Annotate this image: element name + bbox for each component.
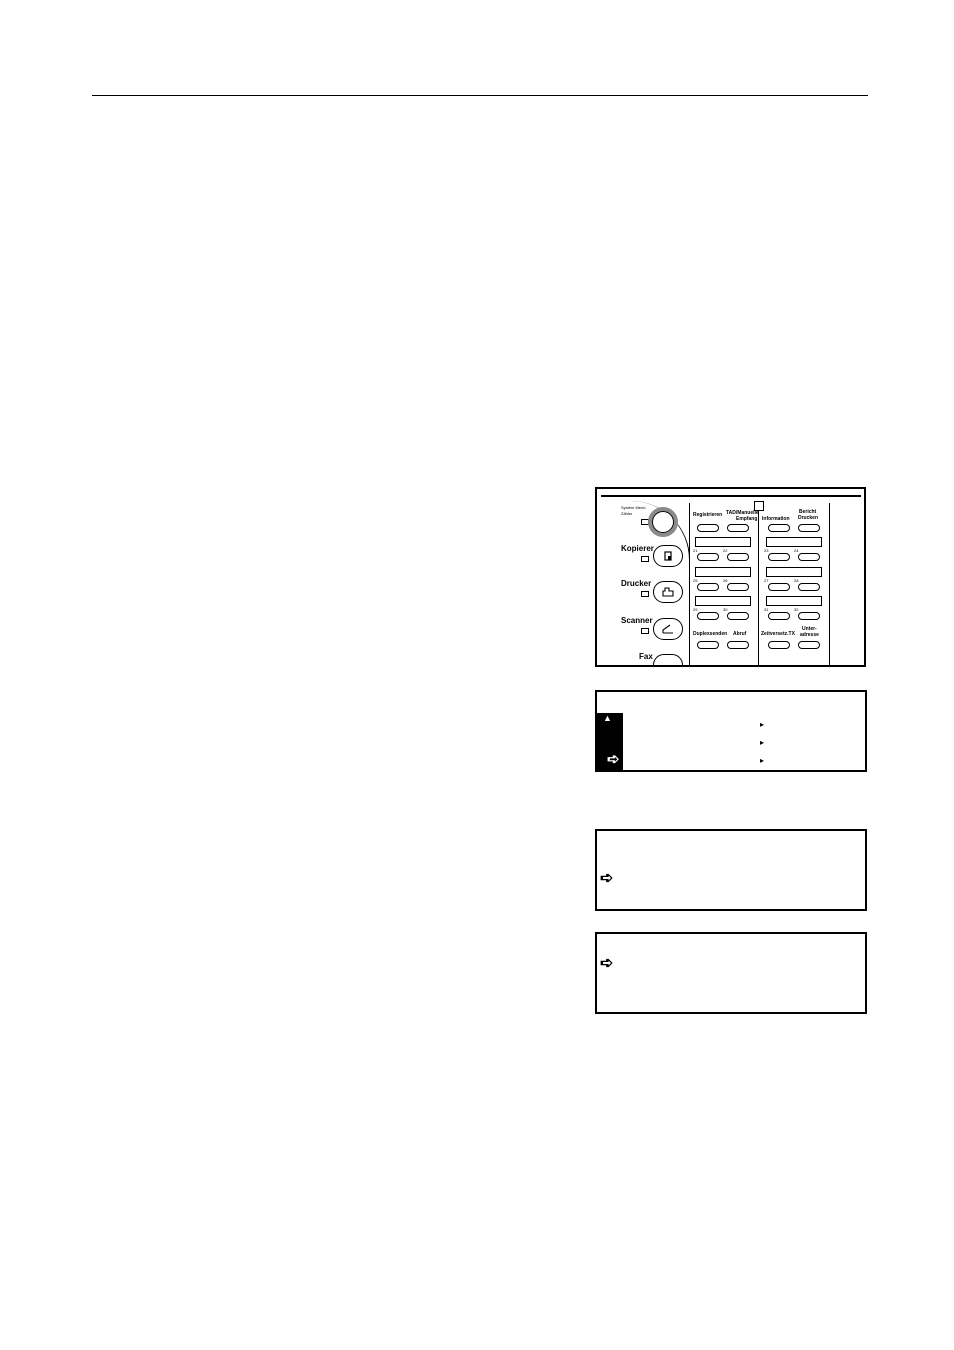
cursor-arrow-icon: ➪ (607, 751, 620, 768)
abruf-label: Abruf (733, 631, 747, 637)
duplexsenden-button[interactable] (697, 641, 719, 649)
tad-button[interactable] (727, 524, 749, 532)
panel-divider-left (689, 503, 690, 665)
system-menu-button[interactable] (652, 511, 674, 533)
kopierer-label: Kopierer (621, 544, 654, 553)
onetouch-label-slot-3 (695, 567, 751, 577)
onetouch-key-21[interactable] (697, 553, 719, 561)
onetouch-key-22[interactable] (727, 553, 749, 561)
registrieren-button[interactable] (697, 524, 719, 532)
scanner-button[interactable] (653, 618, 683, 640)
lcd-cursor-bar (597, 713, 623, 770)
key-number-21: 21 (693, 548, 698, 553)
lcd-screen-menu: ▲ ➪ ▸ ▸ ▸ (595, 690, 867, 772)
submenu-arrow-icon: ▸ (760, 720, 765, 729)
drucken-label: Drucken (798, 515, 819, 521)
empfang-label: Empfang (736, 516, 758, 522)
onetouch-key-32[interactable] (798, 612, 820, 620)
scroll-up-icon: ▲ (603, 713, 612, 723)
lcd-screen-selection-upper: ➪ (595, 932, 867, 1014)
onetouch-key-24[interactable] (798, 553, 820, 561)
onetouch-label-slot-6 (766, 596, 822, 606)
key-number-29: 29 (693, 607, 698, 612)
copy-icon (664, 551, 672, 561)
unteradresse-button[interactable] (798, 641, 820, 649)
zeitversetzt-label: Zeitversetz.TX (761, 631, 795, 637)
key-number-23: 23 (764, 548, 769, 553)
key-number-28: 28 (794, 578, 799, 583)
fax-label: Fax (639, 652, 653, 661)
onetouch-label-slot-1 (695, 537, 751, 547)
onetouch-key-30[interactable] (727, 612, 749, 620)
onetouch-key-23[interactable] (768, 553, 790, 561)
onetouch-label-slot-2 (766, 537, 822, 547)
cursor-arrow-icon: ➪ (600, 870, 614, 887)
cursor-arrow-icon: ➪ (600, 955, 614, 972)
scanner-icon (662, 624, 673, 634)
adresse-label: adresse (800, 632, 819, 638)
panel-divider-right (829, 503, 830, 665)
panel-divider-middle (758, 503, 759, 665)
drucker-label: Drucker (621, 579, 652, 588)
information-label: Information (762, 516, 790, 522)
panel-top-line (601, 495, 861, 497)
tad-label: TAD/Manuelle (726, 510, 759, 516)
header-rule (92, 95, 868, 96)
printer-icon (662, 587, 674, 597)
information-button[interactable] (768, 524, 790, 532)
kopierer-button[interactable] (653, 545, 683, 567)
bericht-label: Bericht (799, 509, 817, 515)
key-number-22: 22 (723, 548, 728, 553)
scanner-label: Scanner (621, 616, 653, 625)
lcd-screen-selection-lower: ➪ (595, 829, 867, 911)
onetouch-label-slot-4 (766, 567, 822, 577)
key-number-30: 30 (723, 607, 728, 612)
system-menu-label: System Menü (621, 505, 646, 510)
key-number-27: 27 (764, 578, 769, 583)
fax-button[interactable] (653, 654, 683, 665)
abruf-button[interactable] (727, 641, 749, 649)
submenu-arrow-icon: ▸ (760, 756, 765, 765)
onetouch-label-slot-5 (695, 596, 751, 606)
drucker-led (641, 591, 649, 597)
onetouch-key-29[interactable] (697, 612, 719, 620)
unter-label: Unter- (802, 626, 817, 632)
onetouch-key-25[interactable] (697, 583, 719, 591)
onetouch-key-26[interactable] (727, 583, 749, 591)
submenu-arrow-icon: ▸ (760, 738, 765, 747)
scanner-led (641, 628, 649, 634)
key-number-31: 31 (764, 607, 769, 612)
panel-marker (754, 501, 764, 511)
zaehler-label: Zähler (621, 511, 633, 516)
control-panel-illustration: System Menü Zähler Kopierer Drucker Scan… (595, 487, 866, 667)
drucker-button[interactable] (653, 581, 683, 603)
zeitversetzt-button[interactable] (768, 641, 790, 649)
onetouch-key-28[interactable] (798, 583, 820, 591)
key-number-26: 26 (723, 578, 728, 583)
registrieren-label: Registrieren (693, 512, 723, 518)
key-number-32: 32 (794, 607, 799, 612)
duplexsenden-label: Duplexsenden (693, 631, 728, 637)
bericht-button[interactable] (798, 524, 820, 532)
key-number-25: 25 (693, 578, 698, 583)
kopierer-led (641, 556, 649, 562)
onetouch-key-27[interactable] (768, 583, 790, 591)
key-number-24: 24 (794, 548, 799, 553)
onetouch-key-31[interactable] (768, 612, 790, 620)
